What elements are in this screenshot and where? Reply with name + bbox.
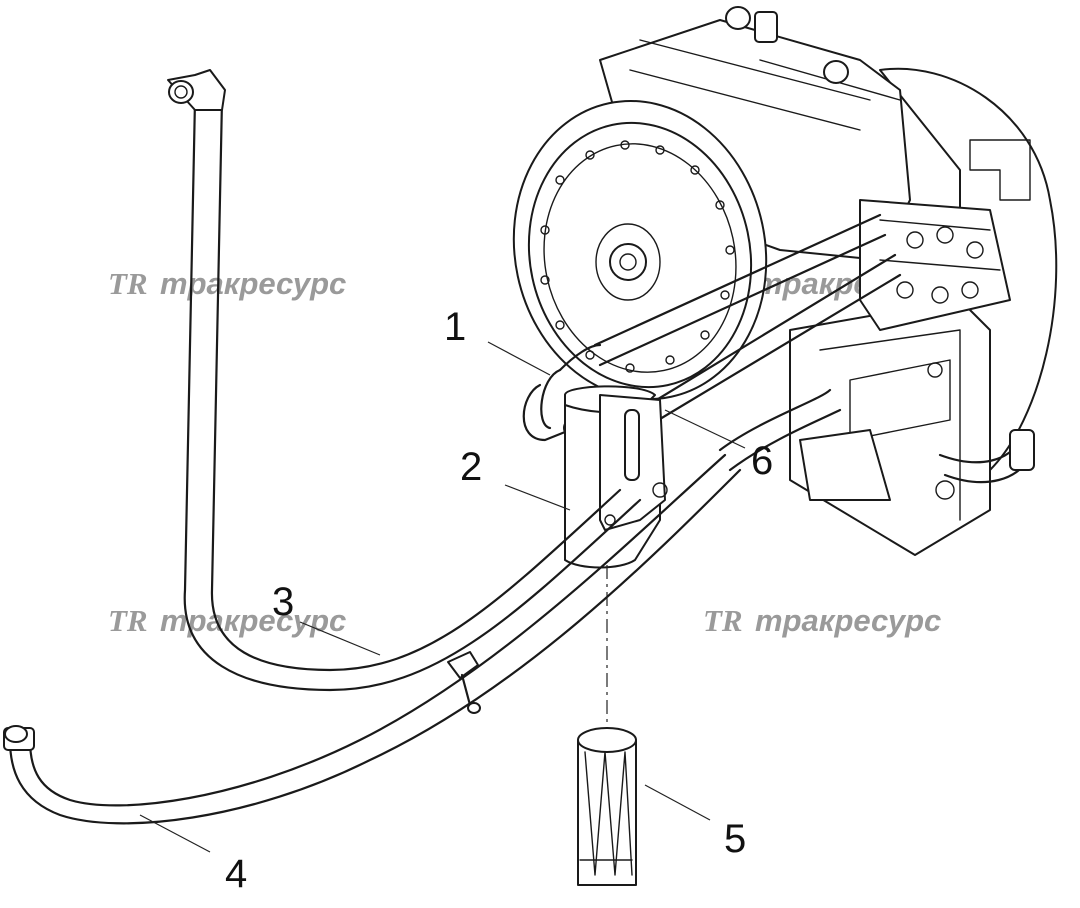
- watermark-logo: TR: [108, 603, 148, 638]
- watermark-1: TR тракресурс: [108, 266, 346, 301]
- hose-3: [167, 69, 642, 692]
- filter-element: [577, 727, 637, 886]
- transmission-assembly: [512, 6, 1058, 556]
- hose-4: [3, 453, 742, 825]
- watermark-logo: TR: [703, 603, 743, 638]
- callout-4: 4: [225, 852, 247, 896]
- leader-lines: [139, 341, 746, 853]
- watermark-logo: TR: [108, 266, 148, 301]
- watermark-text: тракресурс: [160, 266, 346, 301]
- callout-5: 5: [724, 817, 746, 861]
- callout-3: 3: [272, 580, 294, 624]
- watermark-text: тракресурс: [755, 603, 941, 638]
- pipe-assembly-6: [522, 213, 1035, 484]
- callout-6: 6: [751, 439, 773, 483]
- filter-housing: [564, 385, 668, 569]
- watermark-3: TR тракресурс: [108, 603, 346, 638]
- callout-1: 1: [444, 305, 466, 349]
- watermark-4: TR тракресурс: [703, 603, 941, 638]
- callout-2: 2: [460, 445, 482, 489]
